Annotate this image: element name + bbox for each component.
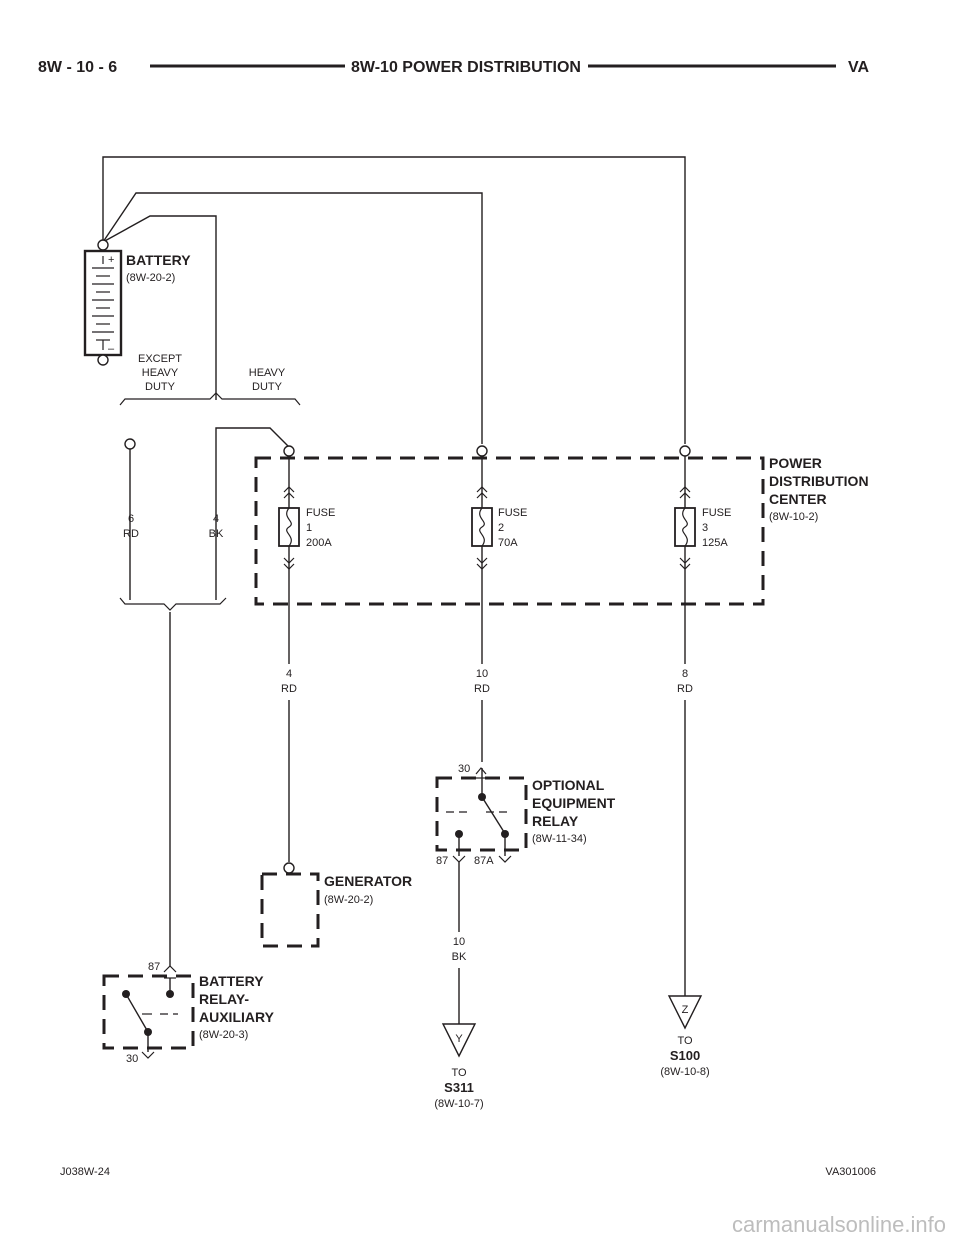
battery-negative-sign: – — [108, 343, 115, 355]
svg-text:RD: RD — [677, 683, 693, 695]
battery-positive-terminal — [97, 239, 109, 251]
option-brace-bottom — [119, 597, 227, 611]
svg-text:Z: Z — [682, 1004, 689, 1016]
pdc-outline — [254, 456, 765, 606]
svg-text:RD: RD — [123, 528, 139, 540]
svg-text:87A: 87A — [474, 855, 494, 867]
svg-text:DUTY: DUTY — [145, 381, 176, 393]
oe-relay-outline — [435, 776, 528, 852]
connector-y: Y TO S311 (8W-10-7) — [434, 1023, 484, 1110]
battery-label: BATTERY — [126, 252, 191, 268]
fuse-1: FUSE 1 200A — [278, 445, 335, 570]
svg-text:10: 10 — [476, 668, 488, 680]
generator-label: GENERATOR — [324, 873, 412, 889]
svg-text:HEAVY: HEAVY — [142, 367, 179, 379]
svg-text:30: 30 — [126, 1053, 138, 1065]
fuse-3: FUSE 3 125A — [674, 445, 731, 570]
page-number: 8W - 10 - 6 — [38, 59, 117, 76]
svg-text:RD: RD — [281, 683, 297, 695]
svg-text:125A: 125A — [702, 537, 728, 549]
connector-y-name: S311 — [444, 1080, 474, 1095]
battery-feed-wires — [102, 156, 686, 444]
svg-text:BK: BK — [209, 528, 224, 540]
svg-text:6: 6 — [128, 513, 134, 525]
connector-z: Z TO S100 (8W-10-8) — [660, 995, 710, 1078]
oe-relay-label-1: OPTIONAL — [532, 777, 605, 793]
svg-text:DUTY: DUTY — [252, 381, 283, 393]
page-header: 8W - 10 - 6 8W-10 POWER DISTRIBUTION VA — [38, 59, 869, 76]
pdc-ref: (8W-10-2) — [769, 511, 818, 523]
generator — [260, 862, 320, 948]
wire-to-fuse-3 — [102, 156, 686, 444]
pdc-label-2: DISTRIBUTION — [769, 473, 869, 489]
svg-text:87: 87 — [148, 961, 160, 973]
svg-text:(8W-10-7): (8W-10-7) — [434, 1098, 483, 1110]
model-code: VA — [848, 59, 869, 76]
svg-text:4: 4 — [286, 668, 292, 680]
svg-text:4: 4 — [213, 513, 219, 525]
wire-to-fuse-2 — [102, 192, 483, 444]
watermark-text: carmanualsonline.info — [732, 1212, 946, 1237]
battery-negative-terminal — [97, 354, 109, 366]
svg-text:HEAVY: HEAVY — [249, 367, 286, 379]
option-brace-top — [119, 392, 301, 406]
footer-right-code: VA301006 — [825, 1166, 876, 1178]
connector-z-name: S100 — [670, 1048, 700, 1063]
svg-text:200A: 200A — [306, 537, 332, 549]
wire-to-splice — [102, 215, 217, 400]
svg-text:EXCEPT: EXCEPT — [138, 353, 182, 365]
generator-ref: (8W-20-2) — [324, 894, 373, 906]
svg-text:2: 2 — [498, 522, 504, 534]
svg-text:TO: TO — [677, 1035, 693, 1047]
svg-text:TO: TO — [451, 1067, 467, 1079]
svg-text:10: 10 — [453, 936, 465, 948]
battery-symbol: + – — [83, 239, 123, 366]
fuse-2: FUSE 2 70A — [471, 445, 527, 570]
pdc-label-3: CENTER — [769, 491, 827, 507]
svg-text:70A: 70A — [498, 537, 518, 549]
svg-text:FUSE: FUSE — [702, 507, 731, 519]
svg-text:FUSE: FUSE — [306, 507, 335, 519]
svg-text:3: 3 — [702, 522, 708, 534]
svg-text:(8W-10-8): (8W-10-8) — [660, 1066, 709, 1078]
aux-relay-label-1: BATTERY — [199, 973, 264, 989]
aux-relay-label-2: RELAY- — [199, 991, 249, 1007]
svg-text:FUSE: FUSE — [498, 507, 527, 519]
svg-text:1: 1 — [306, 522, 312, 534]
page-title: 8W-10 POWER DISTRIBUTION — [351, 59, 581, 76]
battery-ref: (8W-20-2) — [126, 272, 175, 284]
footer-left-code: J038W-24 — [60, 1166, 110, 1178]
splice-6rd-top — [124, 438, 136, 450]
generator-outline — [260, 872, 320, 948]
battery-positive-sign: + — [108, 254, 114, 266]
oe-relay: 30 87 87A — [435, 763, 528, 867]
wire-4bk — [215, 427, 290, 600]
svg-text:RD: RD — [474, 683, 490, 695]
svg-text:87: 87 — [436, 855, 448, 867]
oe-relay-ref: (8W-11-34) — [532, 833, 587, 845]
svg-text:30: 30 — [458, 763, 470, 775]
oe-relay-label-3: RELAY — [532, 813, 579, 829]
pdc-label-1: POWER — [769, 455, 822, 471]
aux-relay-label-3: AUXILIARY — [199, 1009, 275, 1025]
oe-relay-label-2: EQUIPMENT — [532, 795, 616, 811]
svg-text:BK: BK — [452, 951, 467, 963]
aux-relay: 87 30 — [102, 961, 195, 1065]
aux-relay-ref: (8W-20-3) — [199, 1029, 248, 1041]
svg-text:Y: Y — [455, 1033, 463, 1045]
option-labels: EXCEPT HEAVY DUTY HEAVY DUTY — [138, 353, 286, 393]
svg-text:8: 8 — [682, 668, 688, 680]
